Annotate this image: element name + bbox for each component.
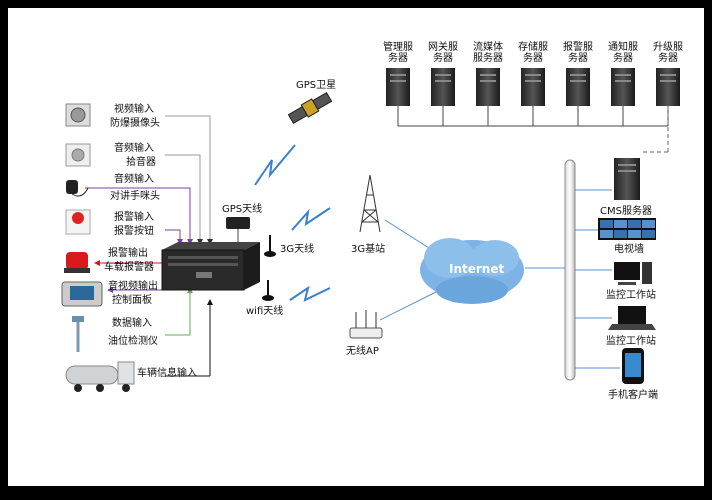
- gps-satellite-icon: [287, 91, 333, 125]
- audio-input-label-1: 音频输入: [114, 143, 154, 154]
- alarm-button-label: 报警按钮: [114, 226, 154, 237]
- tv-wall-icon: [598, 218, 656, 240]
- mobile-client-label: 手机客户端: [608, 390, 658, 401]
- 3g-antenna-icon: [264, 235, 276, 257]
- smartphone-icon: [622, 348, 644, 384]
- explosion-proof-camera-icon: [65, 103, 91, 127]
- explosion-camera-label: 防爆摄像头: [110, 118, 160, 129]
- cms-server-icon: [614, 158, 640, 200]
- wifi-antenna-label: wifi天线: [246, 306, 284, 317]
- management-server-icon: [386, 68, 410, 106]
- gps-satellite-label: GPS卫星: [296, 80, 337, 91]
- oil-sensor-label: 油位检测仪: [108, 336, 158, 347]
- upgrade-server-icon: [656, 68, 680, 106]
- gps-antenna-label: GPS天线: [222, 204, 263, 215]
- gateway-server-icon: [431, 68, 455, 106]
- 3g-signal: [291, 207, 331, 231]
- tv-wall-label: 电视墙: [614, 244, 644, 255]
- notify-server-icon: [611, 68, 635, 106]
- pickup-mic-icon: [65, 143, 91, 167]
- server-label-notify: 通知服务器: [608, 42, 638, 64]
- wifi-signal: [289, 285, 331, 302]
- alarm-button-icon: [65, 209, 91, 235]
- av-output-label: 音视频输出: [108, 281, 158, 292]
- vehicle-alarm-icon: [64, 252, 90, 273]
- 3g-tower-icon: [359, 174, 381, 233]
- laptop-icon: [608, 306, 656, 330]
- gps-antenna-icon: [226, 217, 250, 229]
- tanker-truck-icon: [65, 361, 135, 392]
- gps-signal: [254, 144, 296, 186]
- cms-server-label: CMS服务器: [600, 206, 652, 217]
- workstation-2-label: 监控工作站: [606, 336, 656, 347]
- data-input-label: 数据输入: [112, 318, 152, 329]
- server-label-upgrade: 升级服务器: [653, 42, 683, 64]
- audio-input-label-2: 音频输入: [114, 174, 154, 185]
- wireless-ap-icon: [349, 310, 383, 339]
- vehicle-alarm-label: 车载报警器: [104, 262, 154, 273]
- internet-label: Internet: [449, 262, 505, 276]
- workstation-1-icon: [614, 262, 652, 285]
- pickup-label: 拾音器: [126, 157, 156, 168]
- server-label-streaming: 流媒体服务器: [473, 42, 503, 64]
- storage-server-icon: [521, 68, 545, 106]
- internet-cloud-icon: [420, 238, 524, 304]
- streaming-server-icon: [476, 68, 500, 106]
- wifi-antenna-icon: [262, 280, 274, 301]
- server-label-alarm: 报警服务器: [563, 42, 593, 64]
- alarm-server-icon: [566, 68, 590, 106]
- video-input-line: [165, 115, 213, 245]
- 3g-antenna-label: 3G天线: [280, 244, 315, 255]
- vehicle-info-label: 车辆信息输入: [137, 368, 197, 379]
- video-input-label: 视频输入: [114, 104, 154, 115]
- handheld-mic-icon: [66, 180, 89, 197]
- wireless-ap-label: 无线AP: [346, 346, 379, 357]
- alarm-input-label: 报警输入: [114, 212, 154, 223]
- control-panel-icon: [61, 281, 103, 307]
- server-label-storage: 存储服务器: [518, 42, 548, 64]
- mobile-dvr-icon: [161, 242, 260, 291]
- oil-level-sensor-icon: [72, 316, 84, 352]
- server-bus: [397, 106, 669, 153]
- workstation-1-label: 监控工作站: [606, 290, 656, 301]
- talkback-mic-label: 对讲手咪头: [110, 191, 160, 202]
- server-label-gateway: 网关服务器: [428, 42, 458, 64]
- control-panel-label: 控制面板: [112, 295, 152, 306]
- 3g-base-station-label: 3G基站: [351, 244, 386, 255]
- alarm-output-label: 报警输出: [108, 248, 148, 259]
- server-label-management: 管理服务器: [383, 42, 413, 64]
